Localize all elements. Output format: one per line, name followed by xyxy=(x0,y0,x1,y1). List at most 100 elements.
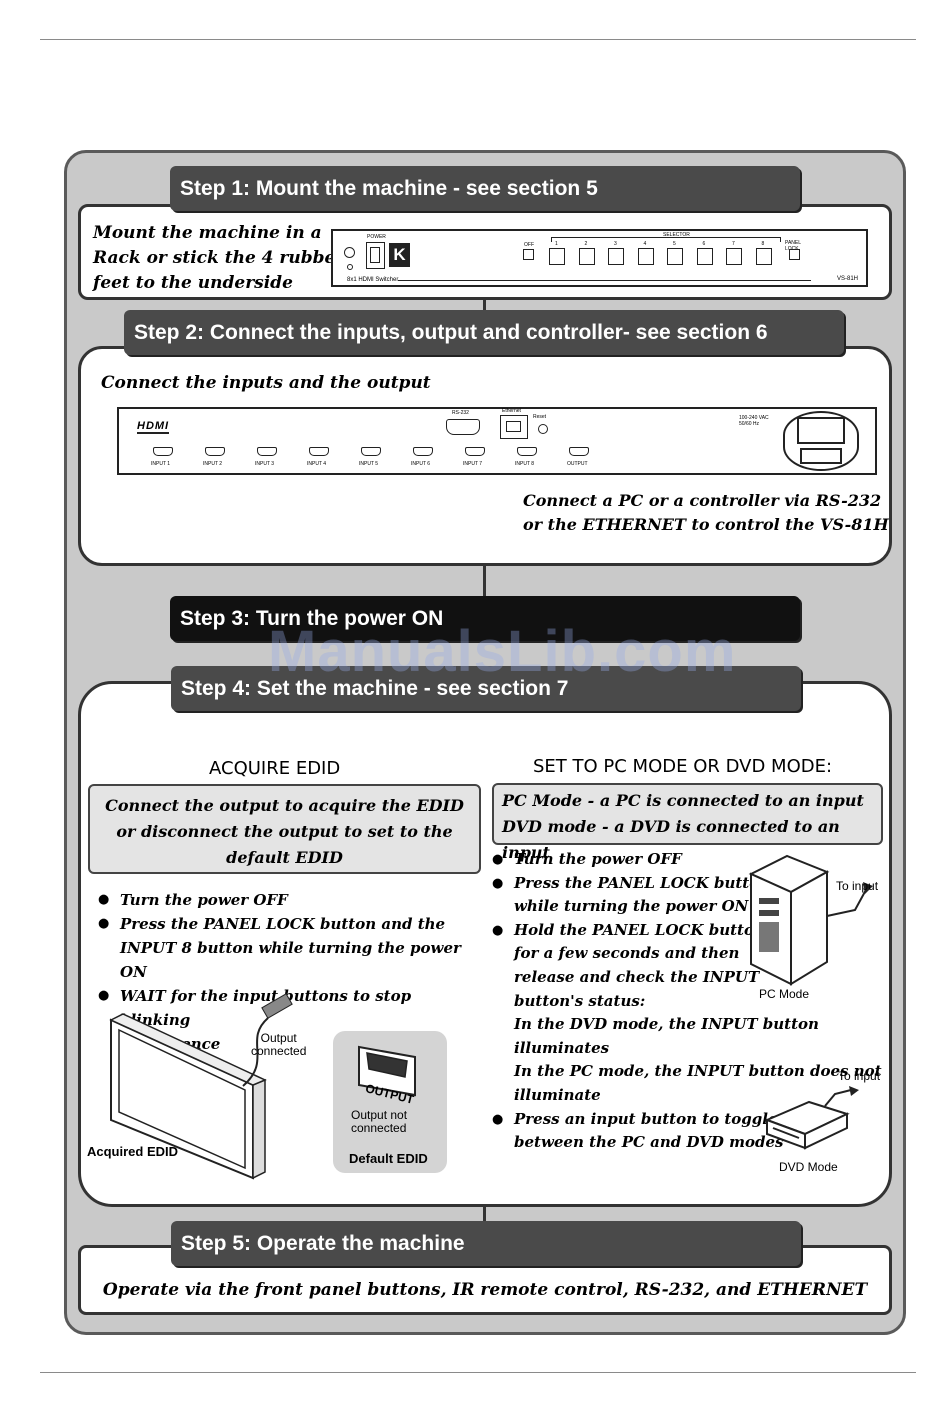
hdmi-port-label: INPUT 3 xyxy=(255,461,275,467)
hdmi-logo: HDMI xyxy=(137,420,170,434)
connector-4-5 xyxy=(483,1205,486,1225)
selector-button-number: 7 xyxy=(732,241,735,247)
pc-tower-icon xyxy=(748,854,873,986)
selector-button xyxy=(578,248,595,265)
hdmi-port-icon xyxy=(465,447,485,456)
step2-note-line: or the ETHERNET to control the VS-81H xyxy=(523,515,889,534)
hdmi-port-label: INPUT 4 xyxy=(307,461,327,467)
pc-dvd-mode-title: SET TO PC MODE OR DVD MODE: xyxy=(533,756,833,777)
step1-line: Rack or stick the 4 rubber xyxy=(93,248,345,268)
acquire-box-line: default EDID xyxy=(226,848,343,867)
pc-dvd-mode-steps: Turn the power OFF Press the PANEL LOCK … xyxy=(492,848,882,1155)
hdmi-port-label: INPUT 2 xyxy=(203,461,223,467)
rear-panel-illustration: HDMI RS-232 Ethernet Reset 100-240 VAC 5… xyxy=(117,407,877,475)
mode-step: Turn the power OFF xyxy=(492,848,882,872)
model-label: VS-81H xyxy=(836,276,858,282)
ethernet-label: Ethernet xyxy=(502,408,521,414)
acquire-edid-title: ACQUIRE EDID xyxy=(209,758,341,779)
step1-line: Mount the machine in a xyxy=(93,223,322,243)
pc-to-input-label: To input xyxy=(836,879,879,893)
selector-button xyxy=(755,248,772,265)
watermark: ManualsLib.com xyxy=(268,619,737,684)
led-icon xyxy=(344,247,355,258)
top-rule xyxy=(40,39,916,40)
connector-2-3 xyxy=(483,565,486,600)
hdmi-port-label: INPUT 6 xyxy=(411,461,431,467)
power-inlet-icon xyxy=(783,411,859,471)
selector-button xyxy=(726,248,742,265)
acquire-step: Turn the power OFF xyxy=(98,888,478,912)
acquire-edid-box: Connect the output to acquire the EDID o… xyxy=(88,784,481,874)
selector-button-number: 5 xyxy=(673,241,676,247)
selector-button-number: 3 xyxy=(614,241,617,247)
reset-button-icon xyxy=(538,424,548,434)
display-illustration xyxy=(109,993,293,1180)
step2-title-bar: Step 2: Connect the inputs, output and c… xyxy=(124,310,844,355)
selector-button-number: 1 xyxy=(555,241,558,247)
selector-button-number: 8 xyxy=(761,241,765,247)
acquired-edid-label: Acquired EDID xyxy=(87,1144,179,1159)
step2-panel: Connect the inputs and the output HDMI R… xyxy=(78,346,892,566)
off-label: OFF xyxy=(524,242,534,248)
selector-button-number: 6 xyxy=(702,241,706,247)
panel-lock-button xyxy=(789,249,800,260)
dvd-player-icon xyxy=(765,1086,859,1150)
hdmi-port-icon xyxy=(205,447,225,456)
kramer-logo: K xyxy=(389,243,410,267)
hdmi-port-icon xyxy=(153,447,173,456)
step5-title-bar: Step 5: Operate the machine xyxy=(171,1221,801,1266)
hdmi-port-icon xyxy=(517,447,537,456)
step4-panel: ACQUIRE EDID Connect the output to acqui… xyxy=(78,681,892,1207)
led-small-icon xyxy=(347,264,353,270)
step5-text: Operate via the front panel buttons, IR … xyxy=(102,1280,868,1300)
ethernet-port-icon xyxy=(500,415,528,439)
hdmi-port-label: OUTPUT xyxy=(567,461,588,467)
step2-note-line: Connect a PC or a controller via RS-232 xyxy=(523,491,882,510)
rs232-label: RS-232 xyxy=(452,410,469,416)
selector-button xyxy=(667,248,683,265)
output-port-icon xyxy=(358,1045,416,1097)
selector-bracket xyxy=(551,237,781,242)
acquire-step: Press the PANEL LOCK button and theINPUT… xyxy=(98,912,478,984)
acquire-box-line: Connect the output to acquire the EDID xyxy=(105,796,464,815)
hdmi-port-label: INPUT 1 xyxy=(151,461,171,467)
selector-button-number: 2 xyxy=(584,241,588,247)
hdmi-port-icon xyxy=(413,447,433,456)
selector-button xyxy=(549,248,565,265)
hdmi-port-icon xyxy=(361,447,381,456)
default-edid-label: Default EDID xyxy=(349,1151,428,1166)
bottom-rule xyxy=(40,1372,916,1373)
rs232-port-icon xyxy=(446,419,480,435)
hdmi-port-label: INPUT 5 xyxy=(359,461,379,467)
dvd-to-input-label: To input xyxy=(838,1069,881,1083)
step1-title-bar: Step 1: Mount the machine - see section … xyxy=(170,166,800,211)
selector-button xyxy=(608,248,624,265)
selector-button-number: 4 xyxy=(643,241,647,247)
power-rating: 100-240 VAC 50/60 Hz xyxy=(739,415,769,427)
selector-label: SELECTOR xyxy=(663,232,690,238)
hdmi-port-label: INPUT 7 xyxy=(463,461,483,467)
step4-title-bar: Step 4: Set the machine - see section 7 xyxy=(171,666,801,711)
pc-mode-label: PC Mode xyxy=(759,987,810,1001)
step3-title-bar: Step 3: Turn the power ON xyxy=(170,596,800,641)
hdmi-port-icon xyxy=(569,447,589,456)
connector-1-2 xyxy=(483,298,486,318)
reset-label: Reset xyxy=(533,414,547,420)
dvd-mode-label: DVD Mode xyxy=(779,1160,838,1174)
acquire-box-line: or disconnect the output to set to the xyxy=(116,822,453,841)
selector-button xyxy=(637,248,654,265)
step2-note: Connect a PC or a controller via RS-232 … xyxy=(523,489,889,537)
hdmi-port-icon xyxy=(309,447,329,456)
model-caption: 8x1 HDMI Switcher xyxy=(347,277,399,283)
step2-heading: Connect the inputs and the output xyxy=(101,373,431,393)
pc-dvd-mode-box: PC Mode - a PC is connected to an input … xyxy=(492,783,883,862)
selector-button xyxy=(696,248,713,265)
step1-line: feet to the underside xyxy=(93,273,293,293)
front-panel-illustration: POWER K 8x1 HDMI Switcher VS-81H OFF SEL… xyxy=(331,229,868,287)
